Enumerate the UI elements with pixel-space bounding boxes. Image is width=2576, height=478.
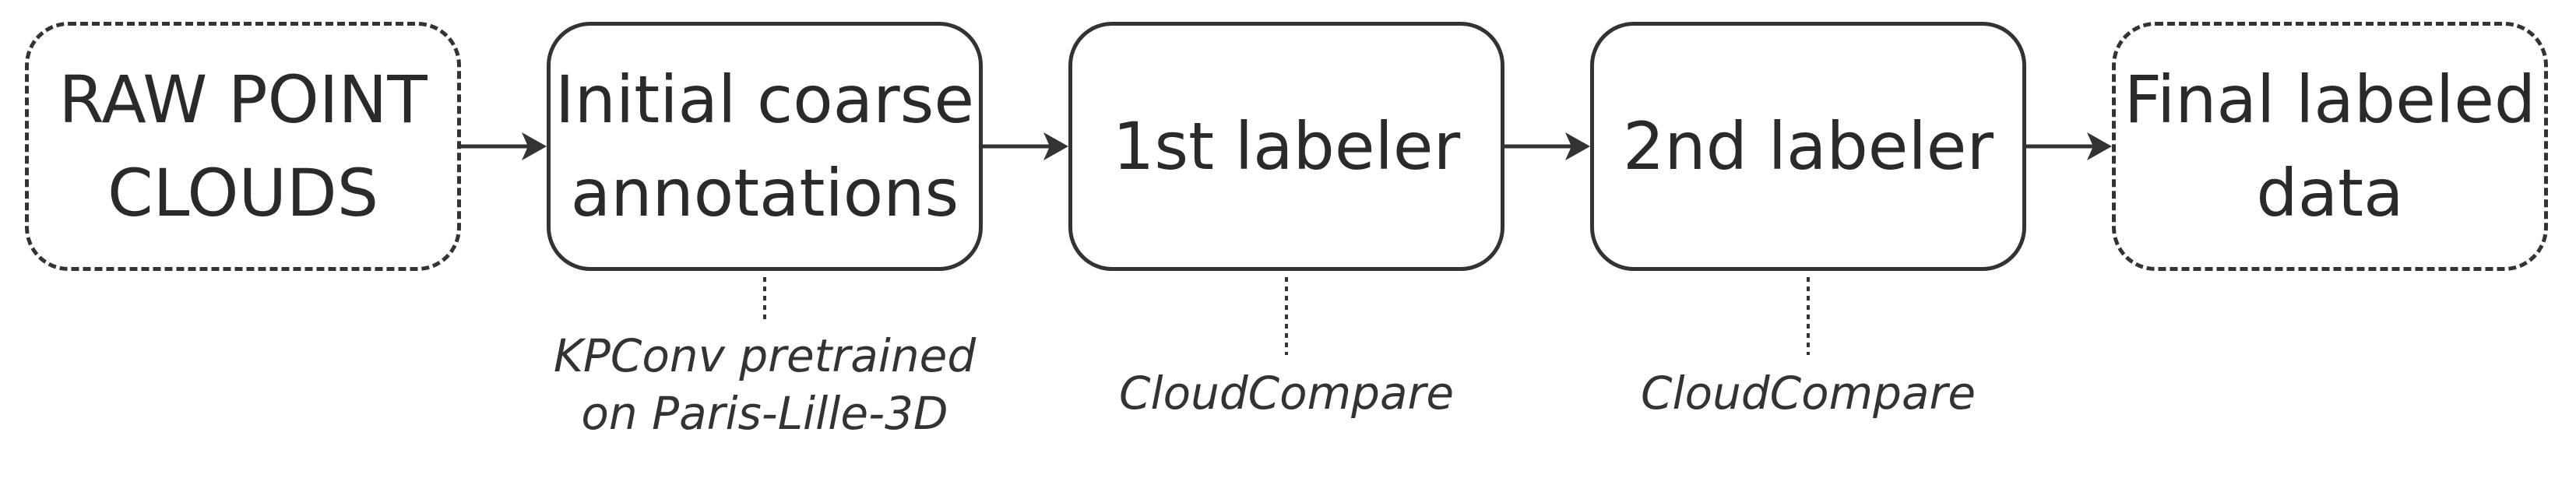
raw-point-clouds-node: RAW POINT CLOUDS [25,22,461,271]
second-labeler-note: CloudCompare [1640,367,1976,420]
arrowhead-raw-to-coarse [522,132,547,160]
second-labeler-label: 2nd labeler [1622,108,1994,185]
arrowhead-l2-to-final [2087,132,2112,160]
first-labeler-node: 1st labeler [1068,22,1504,271]
second-labeler-node: 2nd labeler [1590,22,2026,271]
coarse-annotations-note: KPConv pretrained on Paris-Lille-3D [553,329,977,440]
raw-point-clouds-label: RAW POINT CLOUDS [58,62,428,231]
final-labeled-data-node: Final labeled data [2112,22,2548,271]
initial-coarse-annotations-node: Initial coarse annotations [547,22,983,271]
first-labeler-note: CloudCompare [1118,367,1455,420]
arrowhead-l1-to-l2 [1565,132,1590,160]
final-labeled-data-label: Final labeled data [2124,62,2536,231]
initial-coarse-annotations-label: Initial coarse annotations [554,62,975,231]
arrowhead-coarse-to-l1 [1043,132,1068,160]
first-labeler-label: 1st labeler [1112,108,1461,185]
